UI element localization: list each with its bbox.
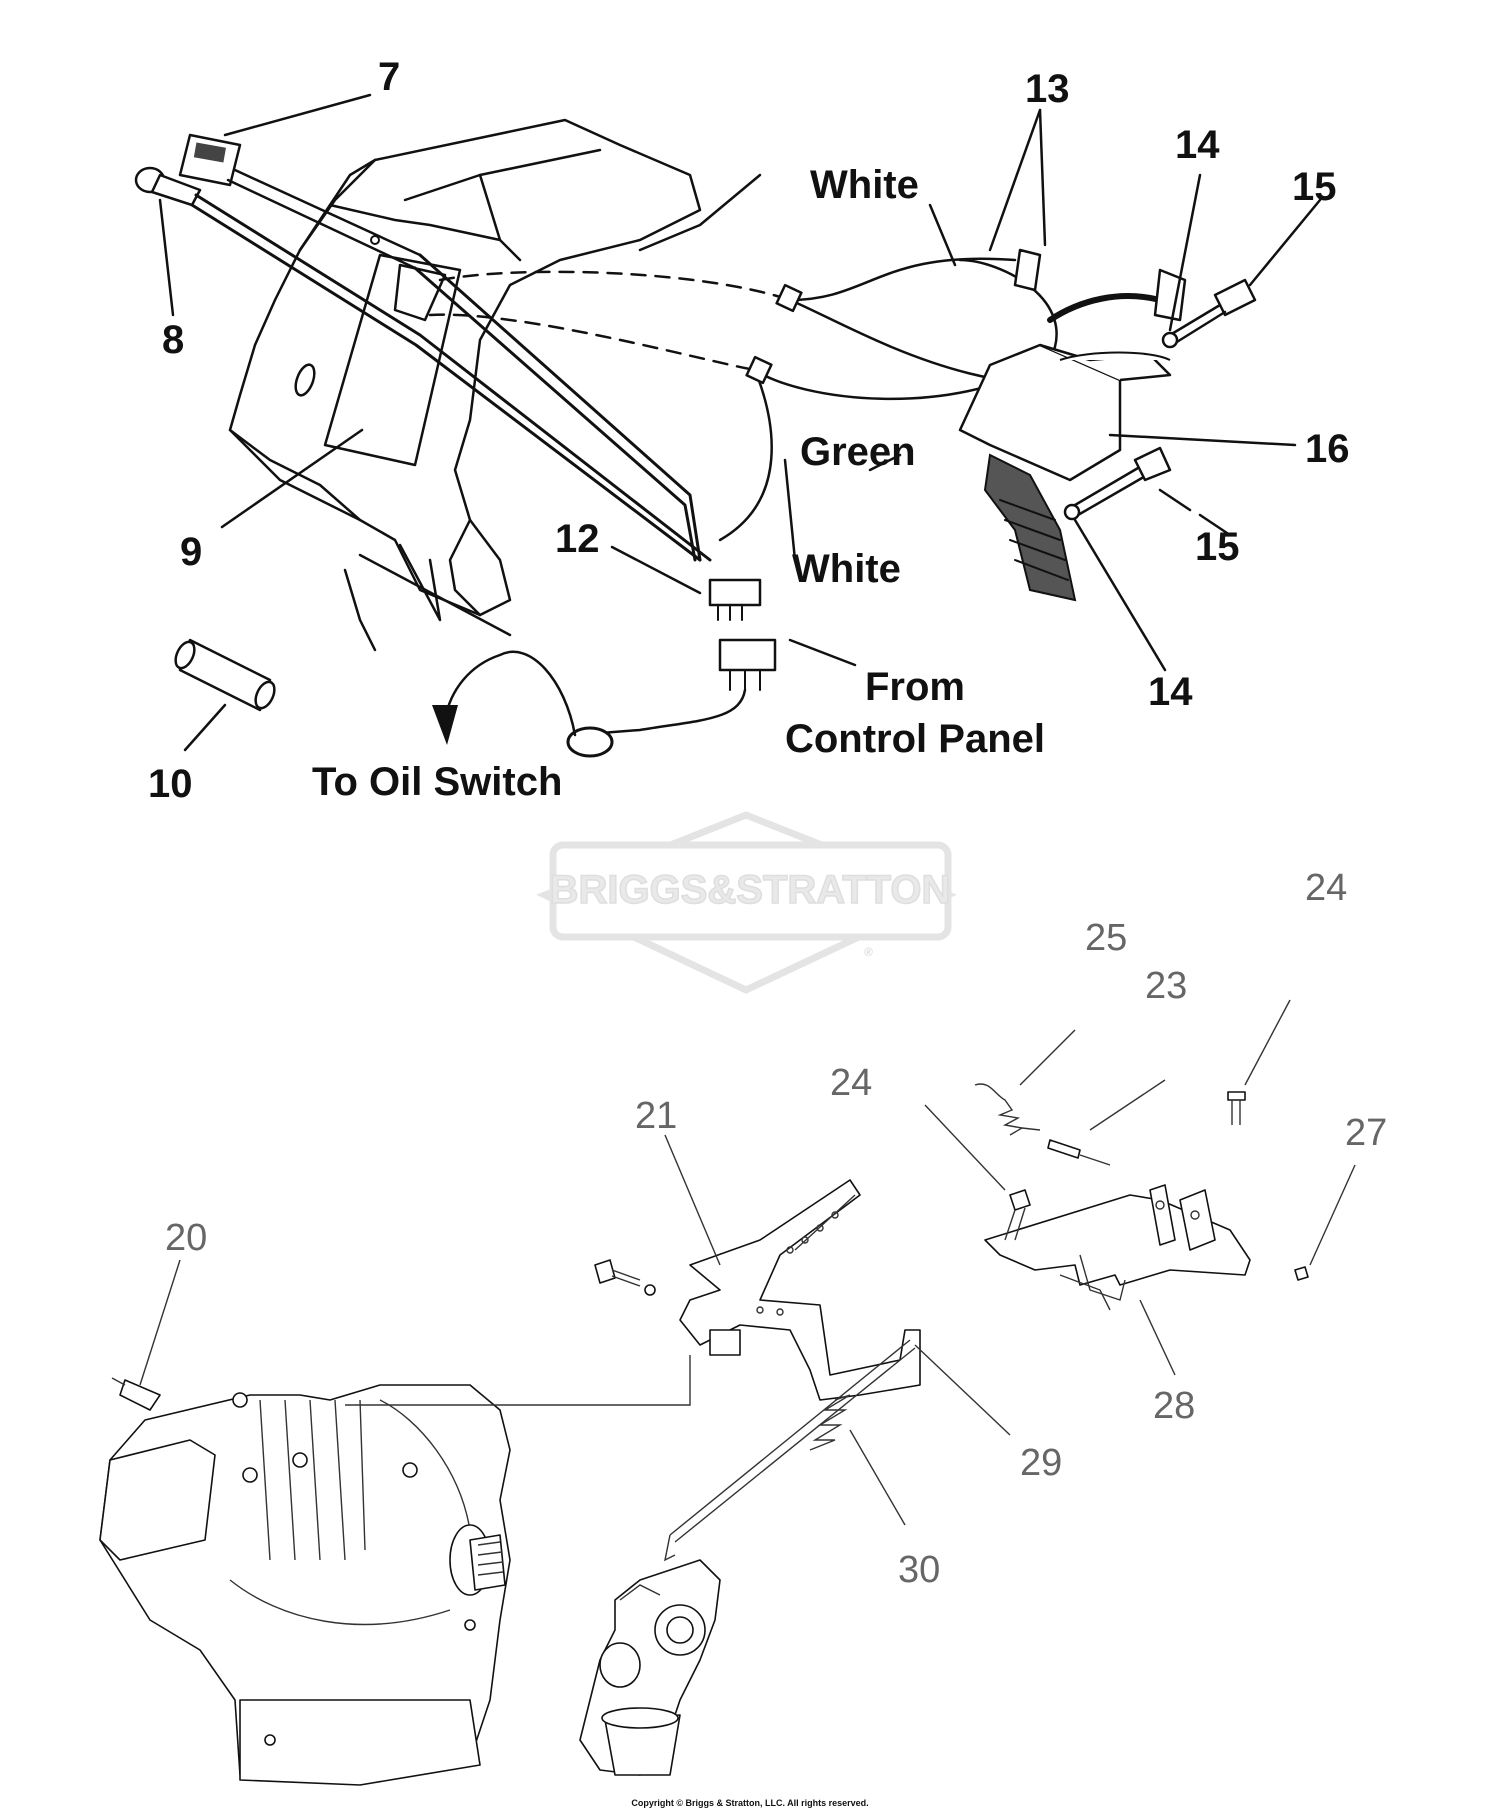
callout-8: 8 [162,318,184,362]
callout-13: 13 [1025,67,1070,111]
callout-15-top: 15 [1292,165,1337,209]
callout-28: 28 [1153,1385,1195,1427]
callout-23: 23 [1145,965,1187,1007]
coil-bolt-lower [1073,446,1172,517]
stop-switch [178,133,702,562]
callout-12: 12 [555,517,600,561]
blower-housing [228,118,762,652]
callout-30: 30 [898,1549,940,1591]
washer-lower [1063,503,1081,521]
washer-upper [1161,331,1179,349]
watermark-registered-mark: ® [864,945,873,959]
leader-green [868,453,902,472]
lower-callouts: 20 21 23 24 24 25 27 28 29 30 [165,867,1387,1591]
upper-leader-lines [158,93,1322,752]
carburetor [579,1559,721,1776]
callout-20: 20 [165,1217,207,1259]
callout-29: 29 [1020,1442,1062,1484]
callout-15-bottom: 15 [1195,525,1240,569]
governor-lever [984,1091,1309,1311]
watermark-brand: BRIGGS&STRATTON [550,868,951,912]
oil-switch-terminal [432,650,614,758]
upper-callouts: 7 8 9 10 12 13 14 14 15 15 16 [148,55,1350,806]
callout-21: 21 [635,1095,677,1137]
callout-24-right: 24 [1305,867,1347,909]
label-to-oil-switch: To Oil Switch [312,760,562,804]
governor-control-bracket [594,1179,921,1401]
briggs-stratton-watermark: BRIGGS&STRATTON ® [536,811,957,994]
copyright-notice: Copyright © Briggs & Stratton, LLC. All … [631,1798,869,1808]
spark-plug [111,1377,161,1411]
label-white-bottom: White [792,547,901,591]
ignition-coil [958,343,1172,602]
lower-leader-lines [139,999,1356,1526]
throttle-link [664,1339,916,1562]
callout-25: 25 [1085,917,1127,959]
engine-block [99,1355,691,1786]
label-from: From [865,665,965,709]
callout-14-bottom: 14 [1148,670,1193,714]
throttle-spring [809,1394,851,1451]
callout-16: 16 [1305,427,1350,471]
callout-10: 10 [148,762,193,806]
callout-14-top: 14 [1175,123,1220,167]
label-white-top: White [810,163,919,207]
governor-link [1047,1139,1111,1166]
callout-24-left: 24 [830,1062,872,1104]
leader-white-bottom [783,458,797,562]
callout-27: 27 [1345,1112,1387,1154]
callout-9: 9 [180,530,202,574]
coil-bolt-upper [1168,278,1257,347]
governor-spring [974,1083,1041,1136]
callout-7: 7 [378,55,400,99]
leader-white-top [928,203,957,267]
primer-bulb [134,166,712,562]
wire-labels: White Green White From Control Panel To … [312,163,1045,804]
harness-connector [573,578,777,737]
label-green: Green [800,430,916,474]
spacer-tube [174,638,276,712]
label-control-panel: Control Panel [785,717,1045,761]
